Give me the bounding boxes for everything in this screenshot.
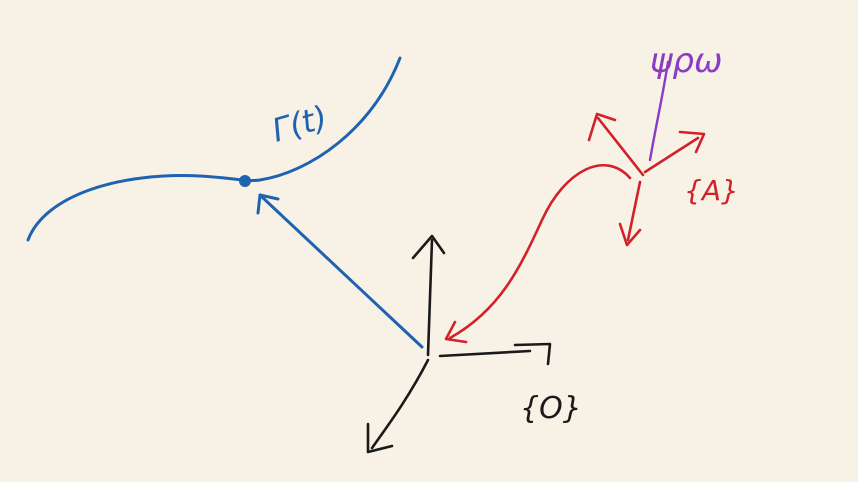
relative-vector — [448, 164, 632, 340]
frame-o-axes — [366, 234, 552, 454]
curve-label: Γ(t) — [268, 98, 332, 150]
angular-velocity-label: ψρω — [650, 41, 722, 81]
position-vector-arrowhead — [256, 193, 280, 215]
relative-vector-arrowhead — [444, 320, 468, 344]
angular-velocity-stroke — [648, 60, 670, 162]
curve-point — [239, 175, 251, 187]
frame-o-label: {O} — [520, 391, 582, 426]
curve-gamma — [26, 56, 402, 242]
position-vector — [260, 195, 424, 349]
frame-a-label: {A} — [684, 174, 739, 207]
frame-a-axes — [587, 112, 706, 247]
